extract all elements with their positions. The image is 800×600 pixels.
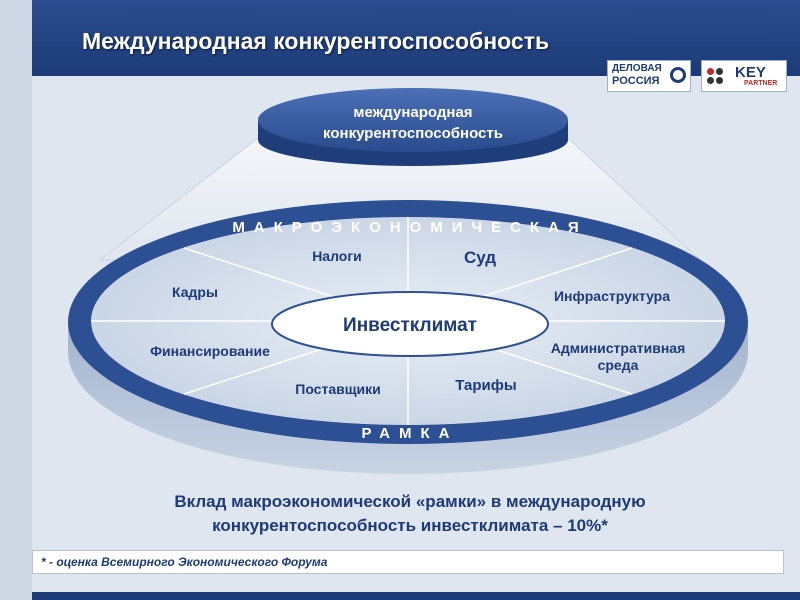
sector-finansirovanie: Финансирование [150,343,270,359]
delovaya-logo-text-1: ДЕЛОВАЯ [612,63,662,74]
sector-postavshiki: Поставщики [295,381,381,397]
top-node [258,88,568,152]
summary-line-2: конкурентоспособность инвестклимата – 10… [212,516,608,535]
partner-logo-text: PARTNER [744,80,778,87]
delovaya-rossiya-logo: ДЕЛОВАЯ РОССИЯ [607,60,691,92]
summary-line-1: Вклад макроэкономической «рамки» в между… [174,492,646,511]
center-node [271,291,549,357]
sector-nalogi: Налоги [312,248,362,264]
top-node-line1: международная [353,104,472,121]
key-partner-dots-icon [707,68,729,84]
ring-bottom-label: РАМКА [361,425,458,442]
delovaya-logo-text-2: РОССИЯ [612,75,660,87]
top-node-line2: конкурентоспособность [323,125,503,142]
key-logo-text: KEY [735,64,766,81]
ring-top-label: МАКРОЭКОНОМИЧЕСКАЯ [232,219,587,236]
footnote-box: * - оценка Всемирного Экономического Фор… [32,550,784,574]
footnote-text: * - оценка Всемирного Экономического Фор… [41,555,328,569]
sector-kadry: Кадры [172,284,218,300]
key-partner-logo: KEY PARTNER [701,60,787,92]
delovaya-logo-mark-icon [670,67,686,83]
sector-admin-line2: среда [598,357,639,373]
sector-infrastruktura: Инфраструктура [554,288,670,304]
sector-admin-line1: Административная [551,340,685,356]
left-strip [0,0,32,600]
page-title: Международная конкурентоспособность [82,28,550,54]
bottom-bar [32,592,800,600]
sector-sud: Суд [464,248,496,267]
center-label: Инвестклимат [343,315,477,336]
sector-tarify: Тарифы [455,377,516,394]
summary-text: Вклад макроэкономической «рамки» в между… [40,490,780,538]
